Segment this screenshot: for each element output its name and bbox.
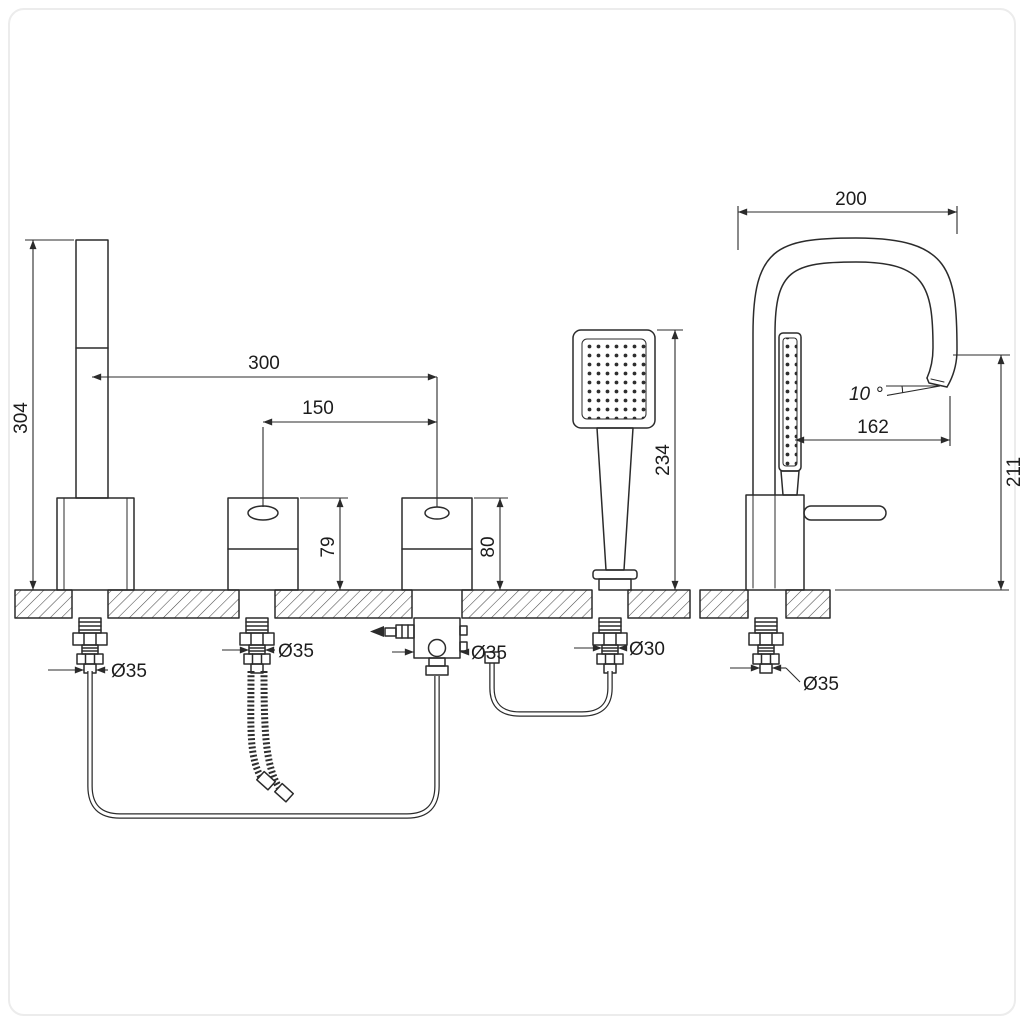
diverter-valve-body	[370, 617, 468, 676]
dim-outlet-height: 211	[835, 354, 1024, 591]
deck-side	[699, 589, 831, 619]
dim-label-valve-right-height: 80	[478, 536, 499, 557]
dim-valve-left-hole: Ø35	[222, 641, 314, 662]
dim-label-handshower-height: 234	[653, 444, 674, 476]
dim-valve-right-height: 80	[474, 497, 508, 590]
dim-label-outlet-height: 211	[1004, 457, 1024, 487]
dim-label-centers-total: 300	[248, 353, 280, 374]
dim-spout-height: 304	[11, 239, 74, 590]
dim-centers-total: 300	[92, 353, 438, 507]
dim-centers-valves: 150	[262, 398, 437, 507]
dim-spout-hole: Ø35	[48, 661, 147, 682]
spout-shank	[72, 617, 108, 674]
dim-label-outlet-angle: 10 °	[849, 384, 883, 405]
dim-label-body-hole: Ø35	[803, 674, 839, 695]
dim-label-spout-hole: Ø35	[111, 661, 147, 682]
spout-side	[752, 237, 958, 496]
dim-label-valve-left-height: 79	[318, 536, 339, 557]
supply-hoses-braided	[247, 670, 295, 803]
dim-label-handshower-hole: Ø30	[629, 639, 665, 660]
dim-handshower-hole: Ø30	[574, 639, 665, 660]
dim-outlet-angle: 10 °	[849, 384, 941, 405]
dim-label-valve-left-hole: Ø35	[278, 641, 314, 662]
side-view: 200 10 ° 162 211 Ø35	[699, 189, 1024, 695]
page-frame	[8, 8, 1016, 1016]
dim-label-diverter-hole: Ø35	[471, 643, 507, 664]
dim-diverter-hole: Ø35	[392, 643, 507, 664]
hand-shower-hose	[484, 651, 613, 717]
body-shank-side	[748, 617, 784, 674]
valve-handle-right	[401, 497, 473, 591]
dim-label-spout-reach: 200	[835, 189, 867, 210]
valve-handle-left	[227, 497, 299, 591]
valve-left-shank	[239, 617, 275, 674]
dim-label-spout-height: 304	[11, 402, 32, 434]
hand-shower-shank	[592, 617, 628, 674]
dim-label-centers-valves: 150	[302, 398, 334, 419]
dim-spout-reach: 200	[737, 189, 958, 250]
spout-supply-pipe	[87, 671, 440, 819]
hand-shower-side	[778, 332, 802, 496]
deck-front	[14, 589, 691, 619]
dim-handshower-height: 234	[653, 329, 683, 590]
dim-outlet-offset: 162	[795, 396, 951, 446]
dim-label-outlet-offset: 162	[857, 417, 889, 438]
front-view: 304 300 150 79 80 234	[11, 239, 691, 819]
dim-valve-left-height: 79	[300, 497, 348, 590]
hand-shower-front	[572, 329, 656, 591]
mixer-body-side	[745, 494, 887, 591]
spout-front	[56, 239, 135, 591]
dim-body-hole: Ø35	[730, 664, 839, 695]
